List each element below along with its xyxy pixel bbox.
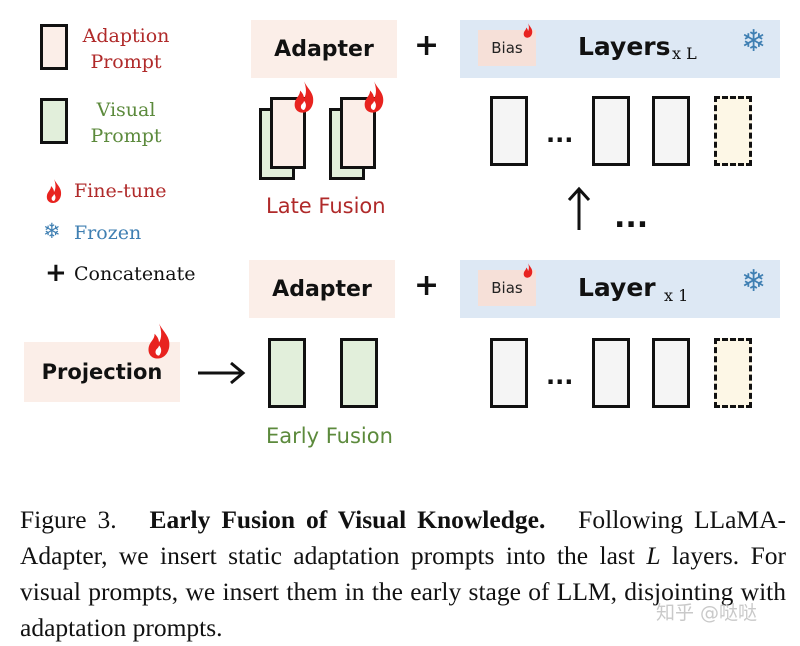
top-token-ellipsis: ... — [546, 120, 574, 148]
late-fusion-flame-icon-2 — [364, 81, 384, 113]
watermark: 知乎 @哒哒 — [656, 602, 758, 624]
caption-text-2: layers. For visual prompts, we insert th… — [20, 541, 787, 642]
bottom-token-prompt-slot — [714, 338, 752, 408]
bottom-layer-label: Layer — [578, 273, 656, 302]
bottom-adapter-label: Adapter — [272, 276, 372, 302]
right-arrow-icon — [198, 361, 246, 385]
late-fusion-label: Late Fusion — [266, 194, 386, 218]
concatenate-plus-icon: + — [45, 258, 67, 288]
top-token-2 — [592, 96, 630, 166]
projection-label: Projection — [41, 360, 163, 384]
top-layers-label: Layers — [578, 32, 671, 61]
visual-prompt-swatch — [40, 98, 68, 144]
bottom-snowflake-icon: ❄ — [741, 264, 767, 299]
frozen-label: Frozen — [74, 222, 142, 244]
top-token-prompt-slot — [714, 96, 752, 166]
top-snowflake-icon: ❄ — [741, 24, 767, 59]
top-token-3 — [652, 96, 690, 166]
caption-figure-number: Figure 3. — [20, 505, 117, 534]
projection-flame-icon — [148, 323, 170, 359]
late-fusion-front-card-1 — [270, 97, 306, 169]
adaption-prompt-label: Adaption Prompt — [82, 25, 170, 73]
top-bias-label: Bias — [491, 39, 523, 57]
late-fusion-flame-icon-1 — [294, 81, 314, 113]
bottom-bias-flame-icon — [523, 263, 533, 278]
caption-var-L: L — [646, 541, 661, 570]
fine-tune-label: Fine-tune — [74, 180, 167, 202]
flame-icon — [46, 179, 62, 203]
early-fusion-label: Early Fusion — [266, 424, 393, 448]
top-adapter-box: Adapter — [251, 20, 397, 78]
concatenate-label: Concatenate — [74, 263, 196, 285]
top-plus: + — [414, 28, 440, 63]
bottom-token-ellipsis: ... — [546, 362, 574, 390]
up-arrow-icon — [567, 186, 591, 230]
visual-prompt-token-1 — [268, 338, 306, 408]
bottom-adapter-box: Adapter — [249, 260, 395, 318]
visual-prompt-token-2 — [340, 338, 378, 408]
bottom-token-3 — [652, 338, 690, 408]
bottom-plus: + — [414, 268, 440, 303]
projection-box: Projection — [24, 342, 180, 402]
top-token-1 — [490, 96, 528, 166]
caption-title: Early Fusion of Visual Knowledge. — [149, 505, 546, 534]
bottom-token-2 — [592, 338, 630, 408]
visual-prompt-label: Visual Prompt — [90, 99, 162, 147]
caption-text-1: Following LLaMA-Adapter, we insert stati… — [20, 505, 787, 570]
figure-caption: Figure 3. Early Fusion of Visual Knowled… — [20, 502, 786, 646]
bottom-token-1 — [490, 338, 528, 408]
top-adapter-label: Adapter — [274, 36, 374, 62]
top-bias-flame-icon — [523, 23, 533, 38]
snowflake-icon: ❄ — [43, 219, 61, 243]
adaption-prompt-swatch — [40, 24, 68, 70]
bottom-layer-multiplier: x 1 — [664, 286, 689, 305]
bottom-bias-label: Bias — [491, 279, 523, 297]
top-layers-multiplier: x L — [672, 44, 697, 63]
stack-ellipsis: ... — [614, 200, 649, 235]
